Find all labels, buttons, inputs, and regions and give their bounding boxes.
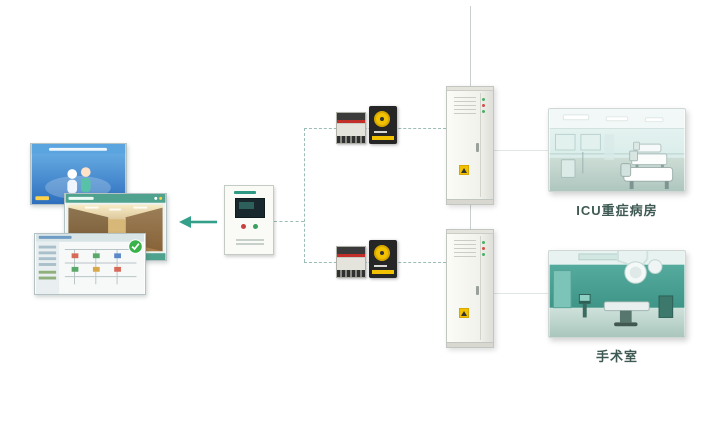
ats-body <box>337 123 365 136</box>
yellow-dial-icon <box>374 111 390 127</box>
dashed-connector-vertical <box>304 128 305 262</box>
ceiling-light-icon <box>562 114 664 123</box>
cabinet-vents <box>454 97 476 117</box>
operating-room-photo <box>548 250 686 338</box>
ats-red-band <box>337 254 365 257</box>
panel-button-row <box>225 224 273 229</box>
power-feed-line-bottom <box>470 205 471 229</box>
operating-room-illustration <box>549 251 685 337</box>
yellow-stripe <box>372 136 394 140</box>
yellow-dial-icon <box>374 245 390 261</box>
dashed-connector-panel <box>274 221 304 222</box>
panel-brand-mark <box>234 191 256 194</box>
operating-room-label: 手术室 <box>595 349 638 364</box>
operating-table <box>603 301 650 327</box>
cabinet-handle <box>476 286 479 295</box>
anesthesia-machine <box>658 295 674 318</box>
isolation-transformer-device-bottom <box>369 240 397 278</box>
distribution-cabinet-top <box>446 86 494 205</box>
icu-room-photo <box>548 108 686 192</box>
isolation-transformer-device-top <box>369 106 397 144</box>
check-badge-icon <box>128 239 143 254</box>
cabinet-handle <box>476 143 479 152</box>
ats-terminals <box>337 270 365 277</box>
monitor-screenshot-scada <box>34 233 146 295</box>
transfer-switch-device-top <box>336 112 366 144</box>
curtain <box>604 134 615 160</box>
cabinet-top-edge <box>447 230 493 234</box>
cabinet-to-or-link <box>494 293 548 294</box>
hospital-bed-mid <box>629 150 668 171</box>
ats-terminals <box>337 136 365 143</box>
or-door <box>552 270 572 309</box>
monitoring-host-panel <box>224 185 274 255</box>
surgical-light-icon <box>617 251 663 284</box>
cabinet-to-icu-link <box>494 150 548 151</box>
panel-lcd-screen <box>235 198 265 218</box>
device-label-strip <box>374 265 387 267</box>
icu-room-illustration <box>549 109 685 191</box>
icu-room-label: ICU重症病房 <box>576 203 658 218</box>
doctor-figure-icon <box>67 169 78 194</box>
cabinet-vents <box>454 240 476 260</box>
panel-caption-lines <box>236 239 264 247</box>
yellow-stripe <box>372 270 394 274</box>
left-arrow-icon <box>179 215 217 229</box>
panel-green-button <box>252 224 258 229</box>
vendor-logo-mark <box>35 196 49 201</box>
monitor-trolley <box>578 294 591 318</box>
scada-screen-graphic <box>35 234 145 294</box>
cabinet-base <box>447 199 493 204</box>
hospital-bed-near <box>620 163 674 190</box>
distribution-cabinet-bottom <box>446 229 494 348</box>
cabinet-indicator-lights <box>482 241 485 256</box>
panel-red-button <box>240 224 246 229</box>
warning-icon <box>459 165 469 175</box>
cabinet-door-seam <box>480 236 481 340</box>
power-feed-line-top <box>470 6 471 86</box>
ats-body <box>337 257 365 270</box>
ceiling-lights-icon <box>84 206 148 211</box>
nurse-figure-icon <box>80 167 91 193</box>
hospital-bed-far <box>633 141 662 153</box>
cabinet-indicator-lights <box>482 98 485 113</box>
bedside-cabinet <box>560 159 576 178</box>
ats-red-band <box>337 120 365 123</box>
cabinet-door-seam <box>480 93 481 197</box>
transfer-switch-device-bottom <box>336 246 366 278</box>
cabinet-top-edge <box>447 87 493 91</box>
warning-icon <box>459 308 469 318</box>
schematic-status-blocks <box>71 253 121 272</box>
cabinet-base <box>447 342 493 347</box>
ats-top-cover <box>337 113 365 120</box>
ats-top-cover <box>337 247 365 254</box>
device-label-strip <box>374 131 387 133</box>
sidebar-menu-rows <box>38 245 57 266</box>
